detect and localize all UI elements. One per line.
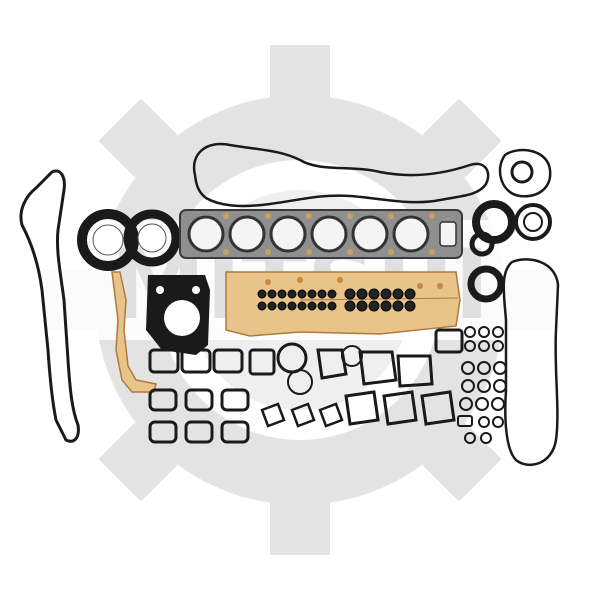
crankshaft-seal-right xyxy=(123,209,181,267)
cylinder-head-gasket xyxy=(179,209,463,259)
o-ring-set xyxy=(457,326,507,444)
exhaust-manifold-gaskets xyxy=(148,348,250,444)
crankshaft-seal-left xyxy=(77,209,139,271)
valve-cover-gasket-left xyxy=(19,169,80,443)
valve-stem-seals xyxy=(257,288,416,312)
oil-cooler-gaskets xyxy=(467,148,552,303)
turbo-flange-gaskets xyxy=(248,342,363,428)
front-cover-fiber-gasket xyxy=(111,271,157,393)
rear-plate-gasket xyxy=(146,275,210,355)
copper-washers xyxy=(265,277,443,289)
intake-manifold-gasket xyxy=(225,271,461,337)
timing-cover-gasket xyxy=(192,142,490,208)
egr-gaskets xyxy=(344,328,464,426)
oil-pan-gasket xyxy=(502,258,560,467)
